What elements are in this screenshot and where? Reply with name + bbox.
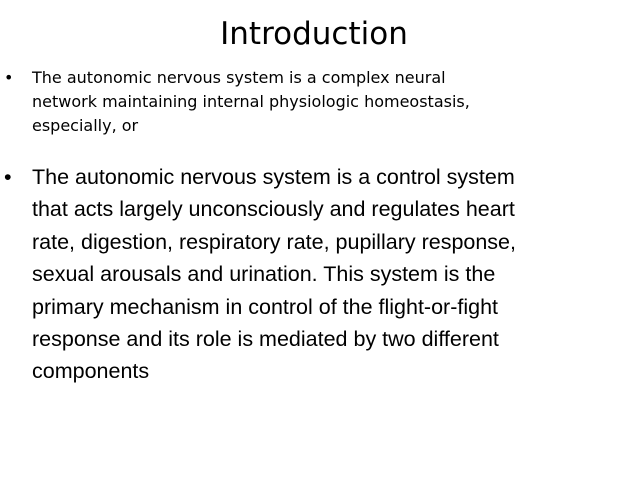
bullet-2-line-2: that acts largely unconsciously and regu… (32, 197, 515, 222)
bullet-2-line-7: components (32, 359, 150, 384)
bullet-2-line-5: primary mechanism in control of the flig… (32, 294, 499, 319)
bullet-2-line-3: rate, digestion, respiratory rate, pupil… (32, 229, 516, 254)
bullet-2-line-6: response and its role is mediated by two… (32, 327, 499, 352)
bullet-item-2: • The autonomic nervous system is a cont… (4, 161, 516, 388)
bullet-2-line-4: sexual arousals and urination. This syst… (32, 262, 496, 287)
bullet-item-1: • The autonomic nervous system is a comp… (4, 66, 470, 138)
bullet-1-line-1: The autonomic nervous system is a comple… (32, 68, 446, 87)
bullet-1-line-2: network maintaining internal physiologic… (32, 92, 470, 111)
slide-title: Introduction (220, 16, 408, 52)
bullet-2-line-1: The autonomic nervous system is a contro… (32, 165, 515, 189)
bullet-marker-2: • (4, 165, 12, 189)
bullet-1-line-3: especially, or (32, 116, 139, 135)
bullet-marker-1: • (4, 68, 14, 87)
